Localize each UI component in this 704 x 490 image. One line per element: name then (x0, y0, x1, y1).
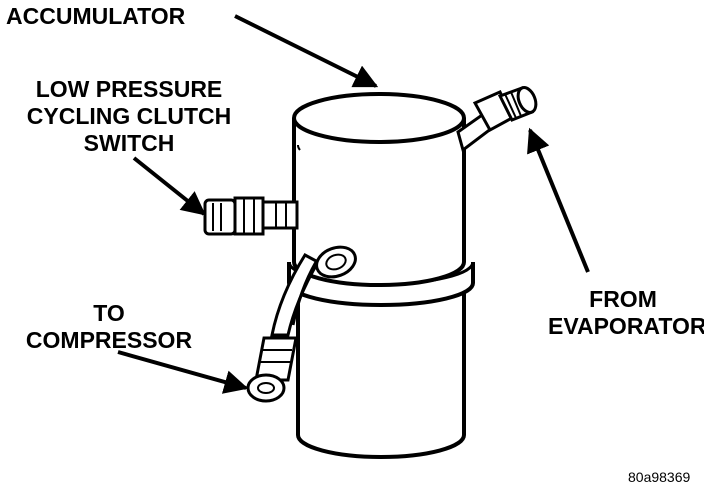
pressure-switch-label: LOW PRESSURE CYCLING CLUTCH SWITCH (14, 76, 244, 157)
compressor-outlet-pipe (246, 245, 357, 403)
accumulator-lower-shell (296, 275, 466, 459)
pressure-switch-fitting (203, 196, 299, 236)
leader-arrows (117, 14, 590, 394)
arrow-from-evaporator (527, 127, 590, 273)
accumulator-label: ACCUMULATOR (6, 3, 185, 30)
accumulator-label-text: ACCUMULATOR (6, 3, 186, 29)
figure-id: 80a98369 (628, 469, 691, 485)
accumulator-upper-shell (292, 92, 466, 287)
from-evaporator-label: FROM EVAPORATOR (548, 286, 704, 340)
arrow-pressure-switch (132, 156, 206, 216)
from-evaporator-label-line1: FROM (589, 286, 657, 312)
evaporator-inlet-pipe (456, 86, 538, 153)
arrow-to-compressor (117, 350, 249, 394)
pressure-switch-label-line2: CYCLING CLUTCH (26, 103, 232, 129)
arrow-accumulator (234, 14, 379, 88)
to-compressor-label-line1: TO (93, 300, 125, 326)
to-compressor-label: TO COMPRESSOR (4, 300, 214, 354)
pressure-switch-label-line3: SWITCH (83, 130, 175, 156)
pressure-switch-label-line1: LOW PRESSURE (35, 76, 223, 102)
from-evaporator-label-line2: EVAPORATOR (548, 313, 704, 339)
to-compressor-label-line2: COMPRESSOR (25, 327, 193, 353)
